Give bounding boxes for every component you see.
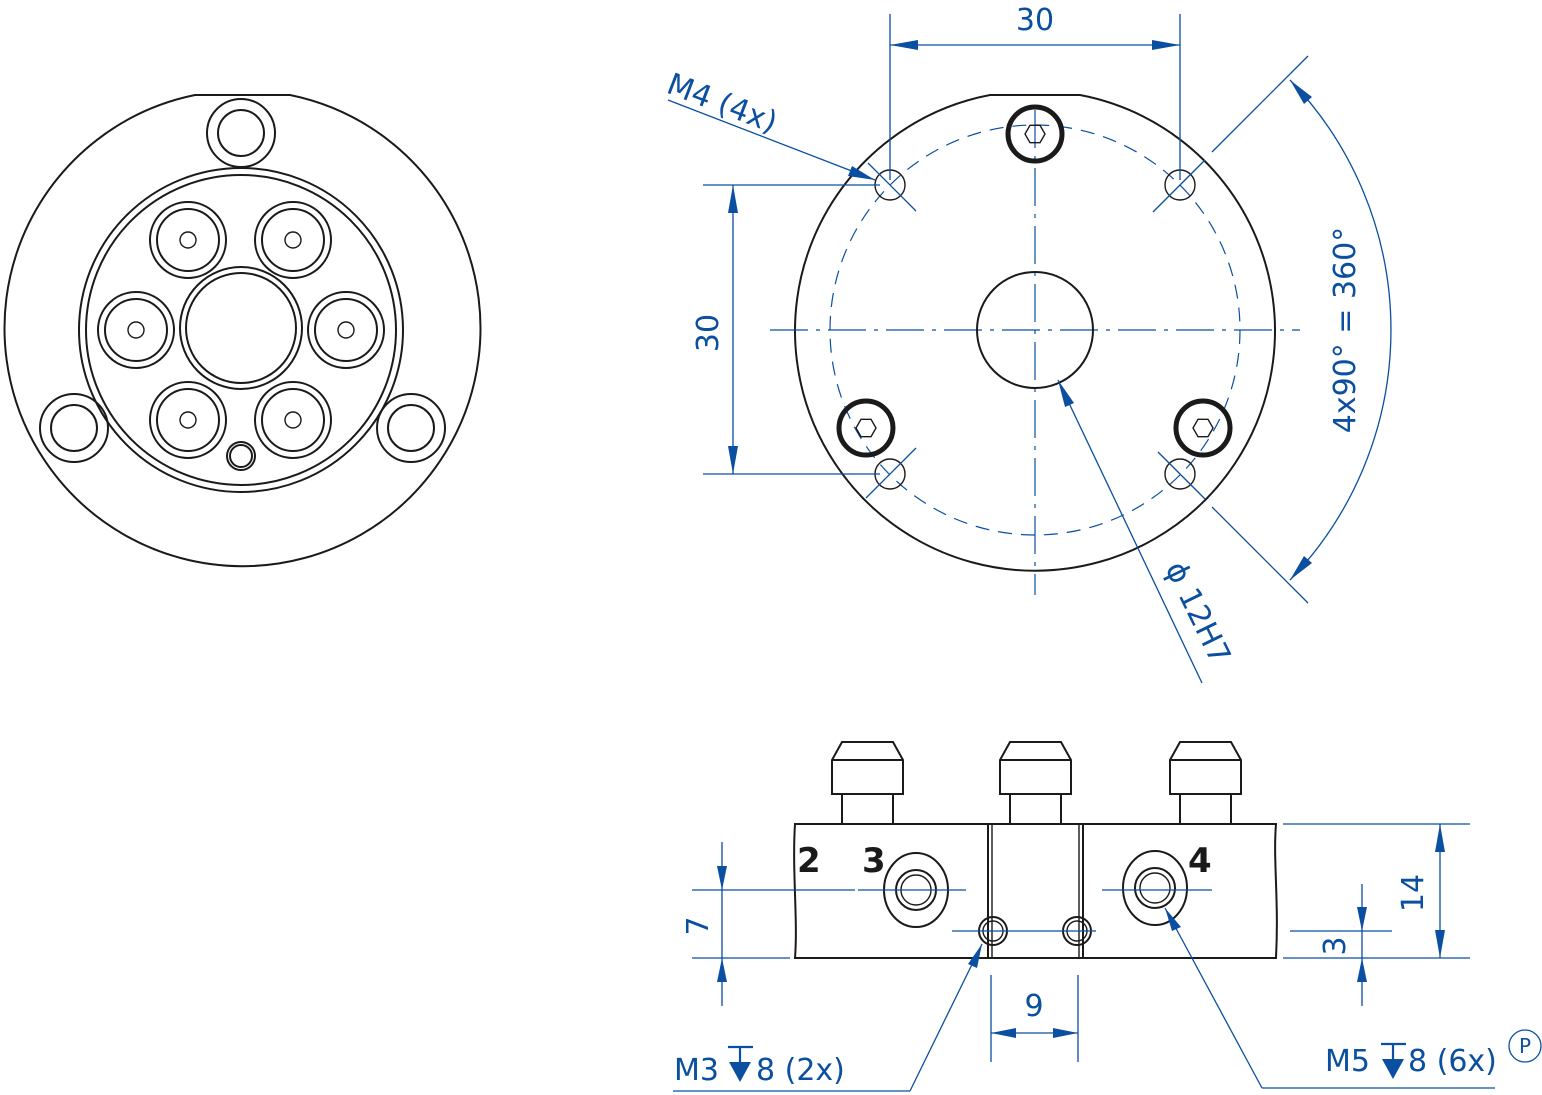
dim-thread-m3-depth: 8 (2x): [756, 1053, 845, 1088]
front-view: [3, 94, 482, 568]
side-view: 2 3 4: [793, 741, 1278, 959]
dim-thread-m5: M5: [1325, 1044, 1370, 1079]
dim-height-3: 3: [1318, 936, 1353, 955]
dim-thread-m5-depth: 8 (6x): [1408, 1044, 1497, 1079]
side-view-dimensions: [673, 823, 1542, 1092]
port-label-2: 2: [797, 841, 821, 881]
p-mark: P: [1519, 1034, 1531, 1058]
top-view: [770, 94, 1300, 595]
port-label-4: 4: [1188, 841, 1212, 881]
dim-bore: ϕ 12H7: [1158, 556, 1237, 669]
dim-spacing-9: 9: [1024, 989, 1043, 1024]
dim-height-14: 14: [1396, 874, 1431, 912]
dim-height-7: 7: [681, 916, 716, 935]
depth-symbol-icon: [728, 1045, 753, 1082]
depth-symbol-icon: [1381, 1042, 1406, 1079]
dim-thread-m3: M3: [674, 1053, 719, 1088]
port-label-3: 3: [862, 841, 886, 881]
dim-thread-m4: M4 (4x): [662, 67, 782, 141]
dim-left-height: 30: [691, 314, 726, 352]
dim-angle: 4x90° = 360°: [1328, 227, 1363, 433]
dim-top-width: 30: [1016, 3, 1054, 38]
top-view-dimensions: [667, 14, 1392, 684]
